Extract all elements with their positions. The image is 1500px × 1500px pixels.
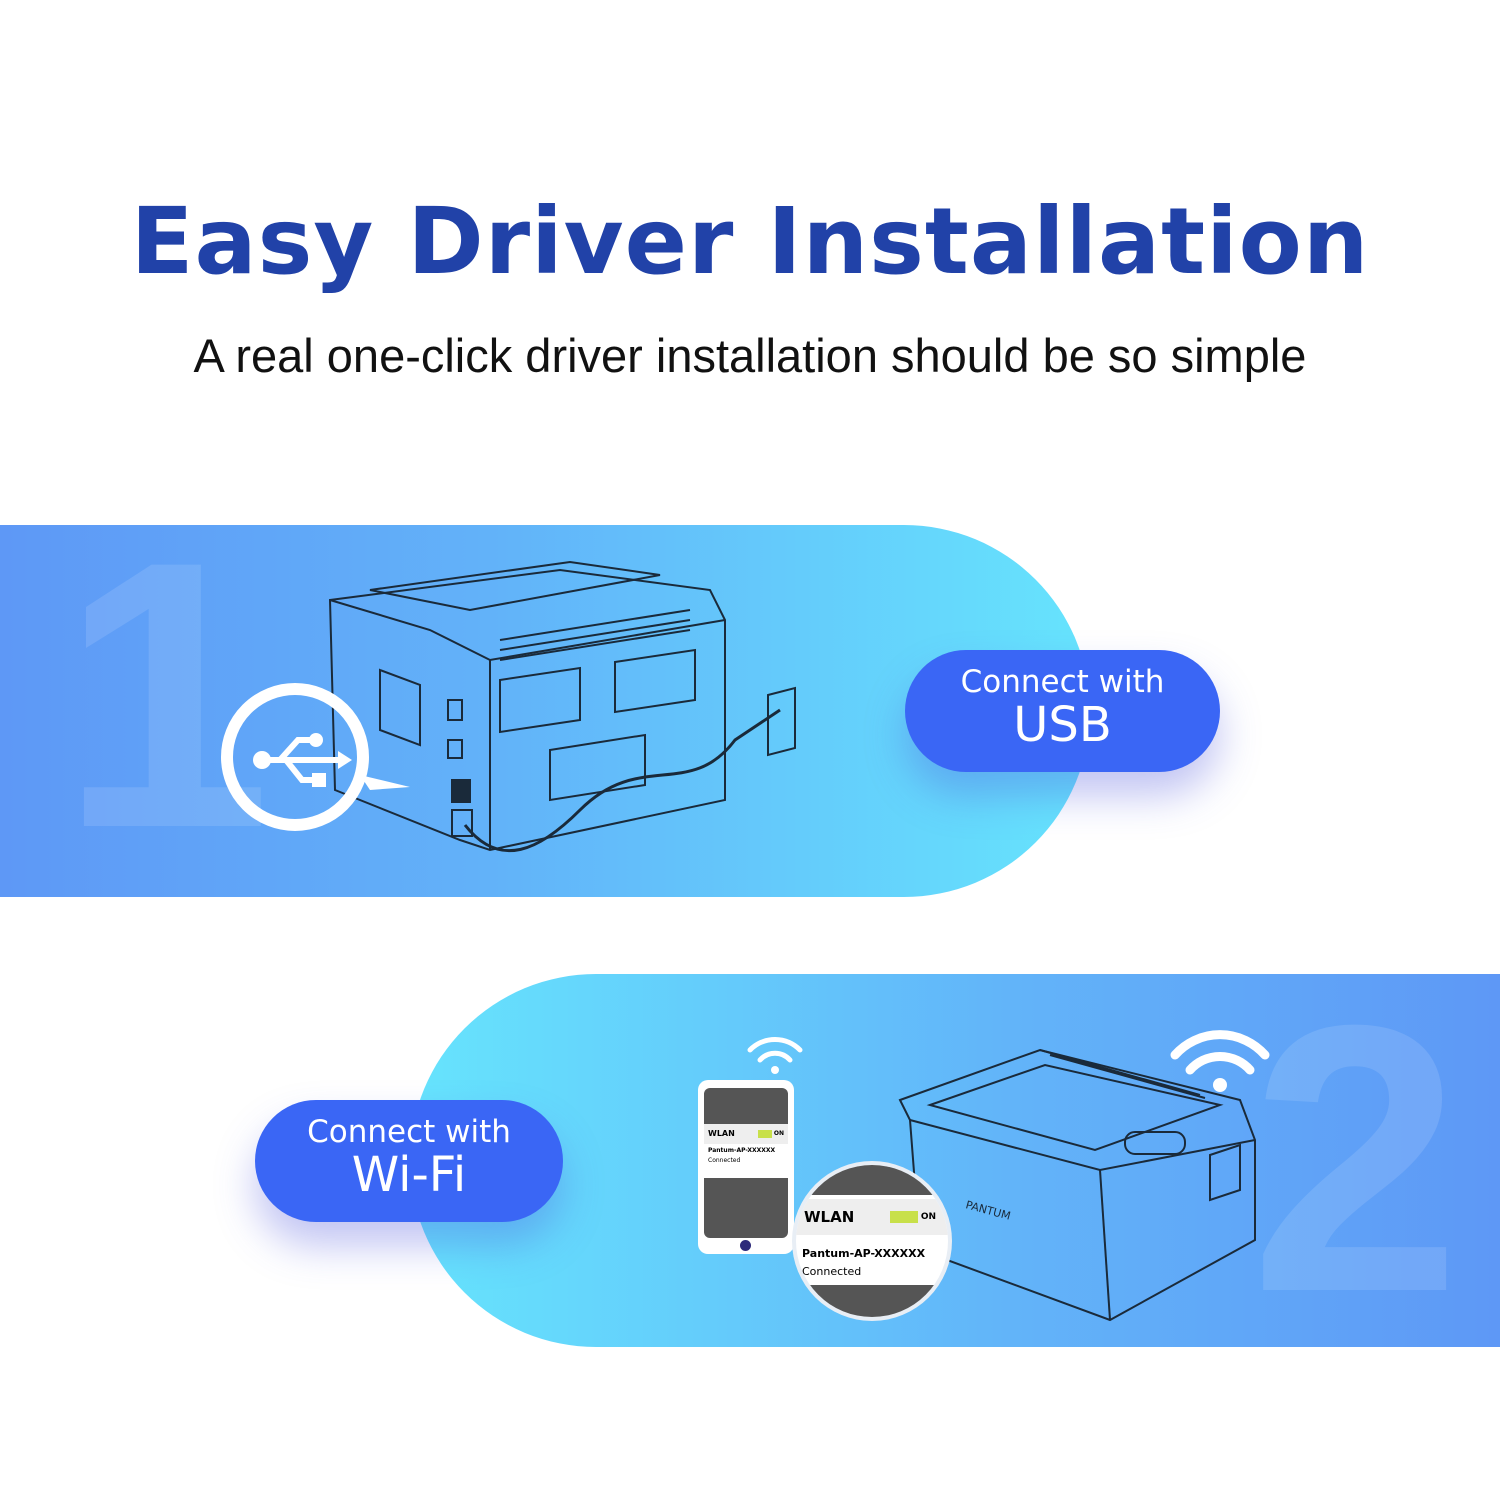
usb-printer-illustration (221, 560, 796, 853)
wifi-icon (1170, 1030, 1270, 1092)
page-title: Easy Driver Installation (130, 188, 1370, 295)
page-subtitle: A real one-click driver installation sho… (193, 329, 1307, 382)
phone-zoom-bubble: WLAN ON Pantum-AP-XXXXXX Connected (796, 1165, 948, 1317)
step-number-1: 1 (60, 525, 272, 897)
usb-icon (253, 733, 352, 787)
connect-usb-badge: Connect with USB (905, 650, 1220, 772)
wifi-step-banner: 2 (410, 974, 1500, 1347)
step-number-2: 2 (1250, 974, 1462, 1347)
connect-wifi-line1: Connect with (307, 1114, 511, 1150)
phone-network-status: Connected (708, 1157, 741, 1164)
phone-wlan-toggle: ON (757, 1130, 784, 1138)
phone-wifi-icon (747, 1037, 803, 1074)
connect-usb-line1: Connect with (960, 664, 1165, 700)
phone-home-button (740, 1240, 751, 1251)
wifi-printer-illustration: PANTUM (898, 1030, 1270, 1322)
connect-wifi-badge: Connect with Wi-Fi (255, 1100, 563, 1222)
phone-illustration: WLAN ON Pantum-AP-XXXXXX Connected (698, 1080, 794, 1254)
connect-wifi-line2: Wi-Fi (351, 1147, 467, 1203)
bubble-network-status: Connected (802, 1265, 862, 1278)
printer-brand: PANTUM (964, 1198, 1012, 1222)
connect-usb-line2: USB (1013, 697, 1112, 753)
phone-wlan-label: WLAN (708, 1129, 735, 1138)
bubble-wlan-toggle: ON (889, 1211, 936, 1223)
bubble-wlan-label: WLAN (804, 1208, 855, 1226)
usb-badge-circle (221, 683, 369, 831)
bubble-network-name: Pantum-AP-XXXXXX (802, 1247, 926, 1260)
phone-network-name: Pantum-AP-XXXXXX (708, 1147, 776, 1154)
